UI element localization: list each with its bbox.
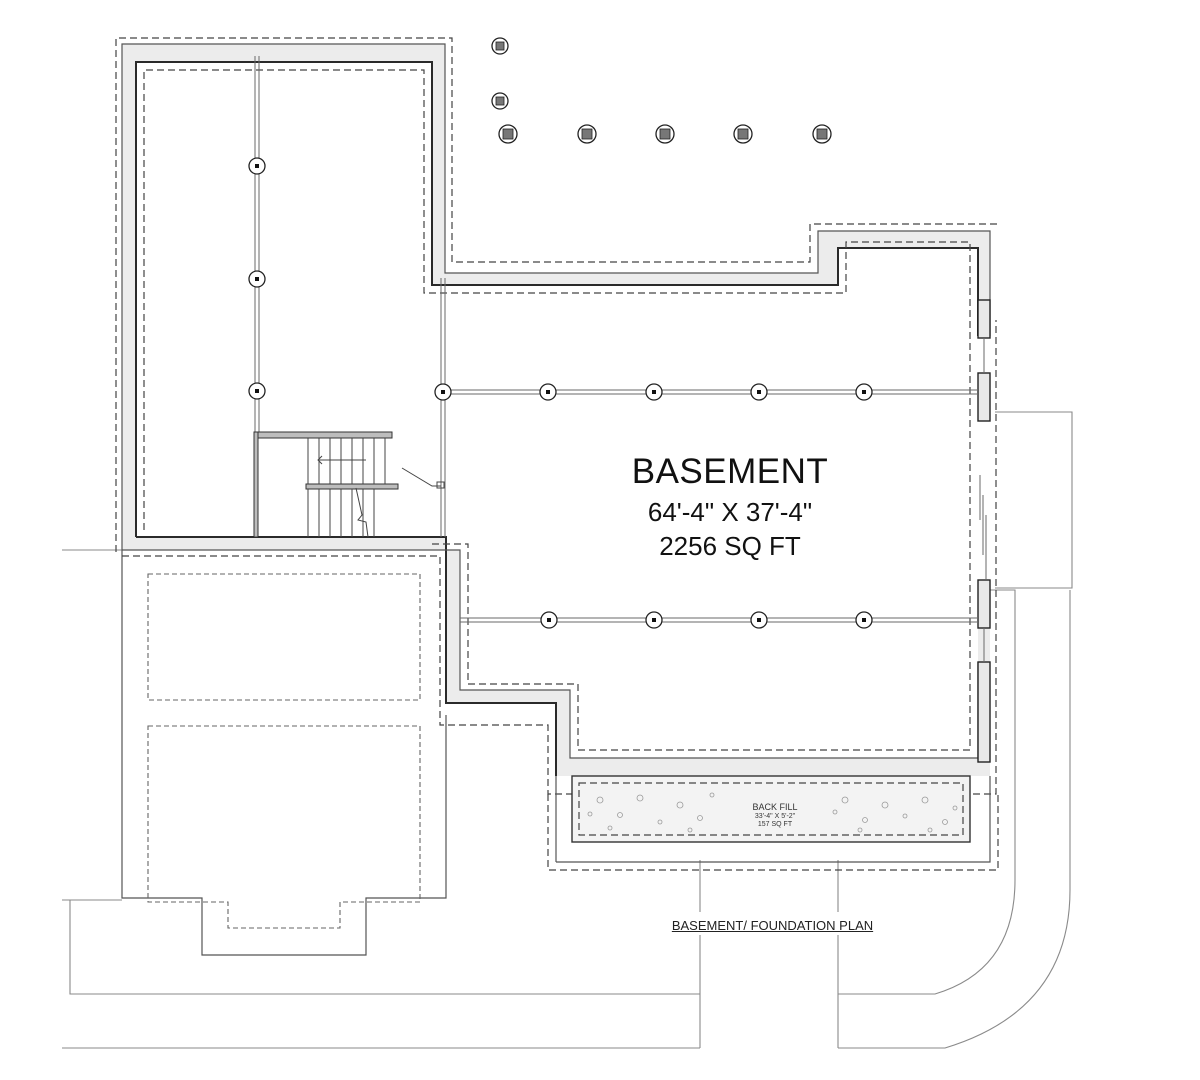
room-dimensions-basement: 64'-4" X 37'-4" — [647, 497, 813, 527]
pier-icon — [539, 383, 557, 401]
pier-icon — [248, 157, 266, 175]
foundation-walls — [115, 37, 998, 795]
exterior-pier-icon — [498, 124, 518, 144]
exterior-pier-icon — [655, 124, 675, 144]
pier-icon — [248, 270, 266, 288]
room-area-basement: 2256 SQ FT — [659, 531, 801, 561]
backfill-area — [547, 775, 999, 871]
pier-icon — [855, 611, 873, 629]
pier-icon — [248, 382, 266, 400]
pier-icon — [645, 383, 663, 401]
room-area-backfill: 157 SQ FT — [757, 821, 793, 828]
exterior-pier-icon — [733, 124, 753, 144]
exterior-pier-icon — [812, 124, 832, 144]
pier-icon — [855, 383, 873, 401]
exterior-pier-icon — [491, 37, 509, 55]
site-lines — [62, 411, 1073, 1049]
window-openings — [977, 299, 991, 763]
beams — [254, 56, 978, 623]
exterior-pier-icon — [577, 124, 597, 144]
stairs — [253, 431, 445, 538]
exterior-piers — [491, 37, 832, 144]
room-name-basement: BASEMENT — [631, 452, 829, 491]
room-dimensions-backfill: 33'-4" X 5'-2" — [754, 813, 796, 820]
room-name-backfill: BACK FILL — [752, 802, 798, 812]
pier-icon — [750, 383, 768, 401]
drawing-title: BASEMENT/ FOUNDATION PLAN — [671, 918, 874, 933]
pier-icon — [645, 611, 663, 629]
pier-icon — [434, 383, 452, 401]
pier-icon — [540, 611, 558, 629]
interior-piers — [248, 157, 873, 629]
pier-icon — [750, 611, 768, 629]
exterior-pier-icon — [491, 92, 509, 110]
garage-foundation — [121, 552, 447, 956]
